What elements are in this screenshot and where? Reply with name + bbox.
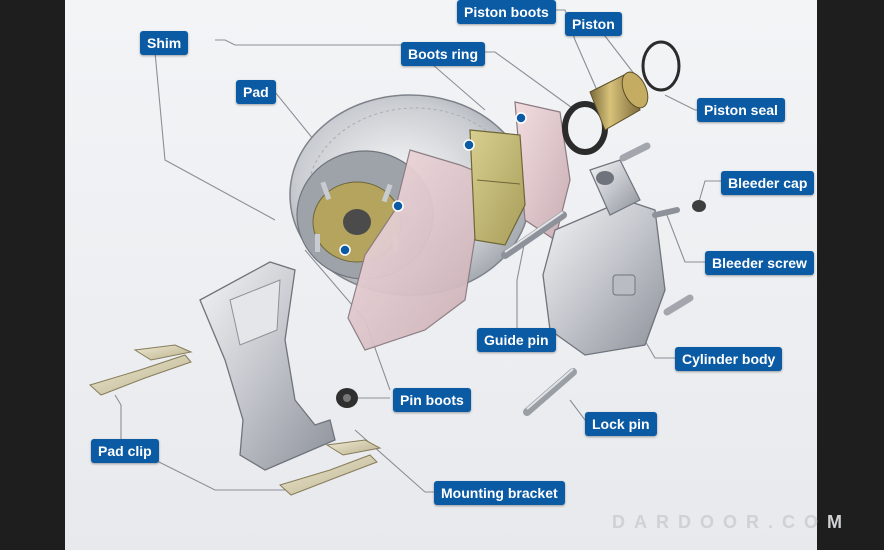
bleeder-cap: [692, 200, 706, 212]
label-lock-pin: Lock pin: [585, 412, 657, 436]
guide-pin: [501, 211, 567, 259]
label-piston-boots: Piston boots: [457, 0, 556, 24]
label-pad-clip: Pad clip: [91, 439, 159, 463]
label-piston: Piston: [565, 12, 622, 36]
piston-seal: [641, 40, 681, 92]
lock-pin: [523, 368, 577, 416]
mounting-bracket: [199, 261, 336, 471]
bolt: [619, 142, 694, 316]
label-pad: Pad: [236, 80, 276, 104]
bleeder-screw: [652, 207, 680, 218]
label-piston-seal: Piston seal: [697, 98, 785, 122]
label-bleeder-screw: Bleeder screw: [705, 251, 814, 275]
pad-clip: [89, 344, 382, 496]
label-cylinder-body: Cylinder body: [675, 347, 783, 371]
pin-boots: [336, 388, 358, 408]
label-mounting-bracket: Mounting bracket: [434, 481, 565, 505]
label-boots-ring: Boots ring: [401, 42, 485, 66]
label-bleeder-cap: Bleeder cap: [721, 171, 815, 195]
label-pin-boots: Pin boots: [393, 388, 471, 412]
brake-exploded-view: [89, 9, 725, 496]
label-shim: Shim: [140, 31, 189, 55]
diagram-canvas: Shim Pad Boots ring Piston boots Piston …: [65, 0, 817, 550]
label-guide-pin: Guide pin: [477, 328, 556, 352]
watermark-text: DARDOOR.COM: [612, 512, 851, 532]
piston: [589, 71, 649, 131]
caliper-cylinder-body: [542, 159, 666, 356]
brake-pad: [469, 129, 526, 246]
shim-plate: [347, 101, 571, 351]
